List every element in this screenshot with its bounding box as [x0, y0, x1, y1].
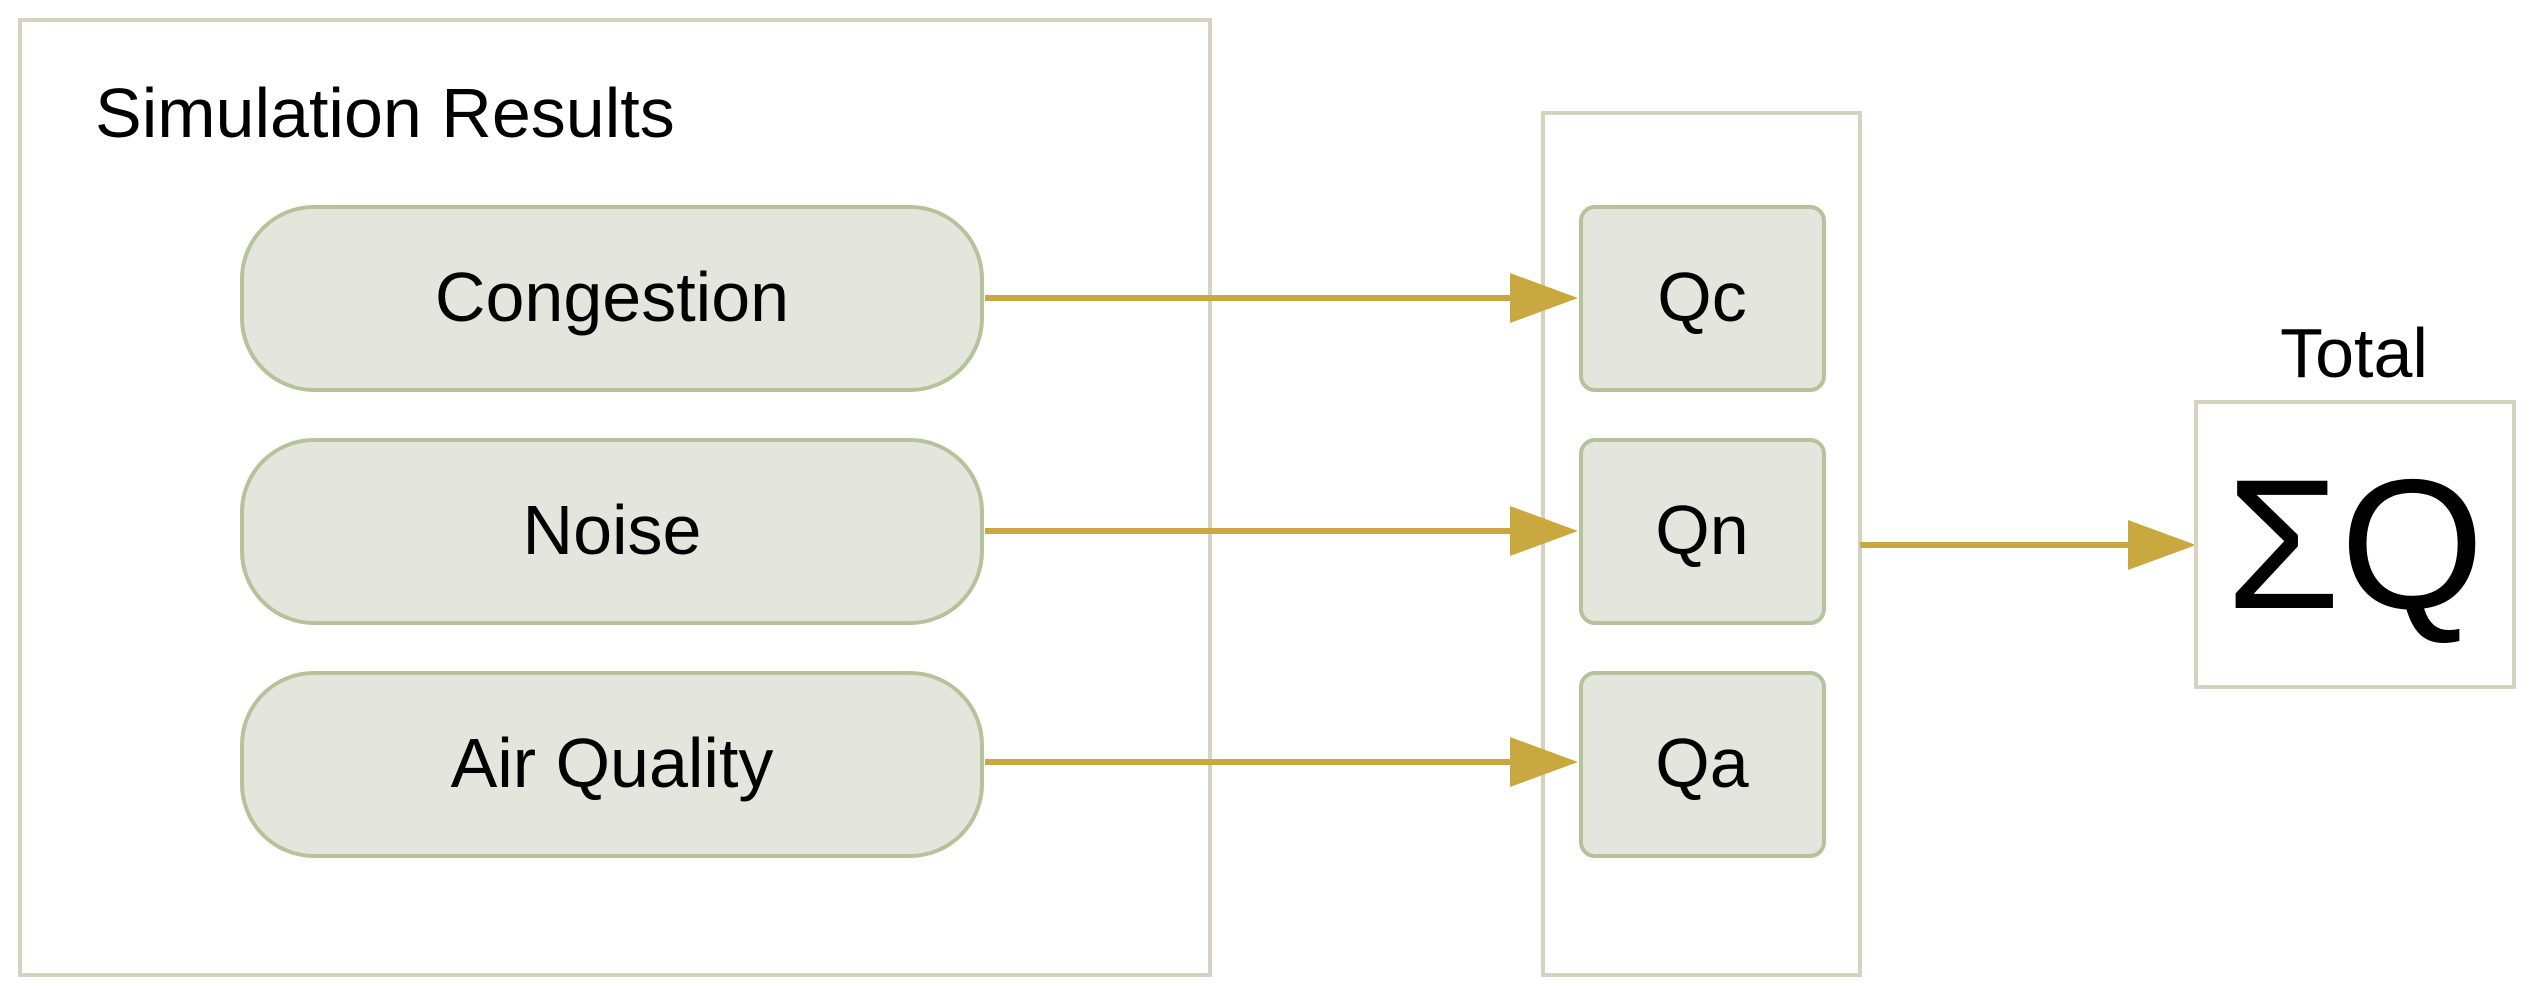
arrow-congestion-head	[1510, 273, 1578, 323]
total-sum-symbol: ΣQ	[2226, 442, 2484, 648]
congestion-label: Congestion	[435, 258, 789, 336]
arrow-noise-to-qn	[985, 506, 1578, 556]
qc-label: Qc	[1657, 258, 1746, 336]
air-quality-label: Air Quality	[451, 724, 774, 802]
total-group: Total ΣQ	[2194, 314, 2516, 689]
total-box[interactable]	[2194, 400, 2516, 689]
arrow-noise-head	[1510, 506, 1578, 556]
result-node-noise[interactable]: Noise	[240, 438, 984, 625]
simulation-results-title: Simulation Results	[95, 74, 675, 152]
qa-node-shape	[1579, 671, 1826, 858]
qn-node-shape	[1579, 438, 1826, 625]
air-quality-node-shape	[240, 671, 984, 858]
result-node-air-quality[interactable]: Air Quality	[240, 671, 984, 858]
arrow-air-quality-to-qa	[985, 737, 1578, 787]
metric-node-qa[interactable]: Qa	[1579, 671, 1826, 858]
qn-label: Qn	[1655, 491, 1748, 569]
arrow-air-quality-head	[1510, 737, 1578, 787]
total-label: Total	[2280, 314, 2428, 392]
arrow-congestion-to-qc	[985, 273, 1578, 323]
congestion-node-shape	[240, 205, 984, 392]
noise-label: Noise	[523, 491, 702, 569]
arrow-total-head	[2128, 520, 2196, 570]
metric-node-qc[interactable]: Qc	[1579, 205, 1826, 392]
quality-metrics-group: Qc Qn Qa	[1541, 111, 1862, 977]
arrow-metrics-to-total	[1860, 520, 2196, 570]
result-node-congestion[interactable]: Congestion	[240, 205, 984, 392]
qc-node-shape	[1579, 205, 1826, 392]
simulation-results-group: Simulation Results Congestion Noise Air …	[18, 18, 1212, 977]
qa-label: Qa	[1655, 724, 1748, 802]
metric-node-qn[interactable]: Qn	[1579, 438, 1826, 625]
noise-node-shape	[240, 438, 984, 625]
